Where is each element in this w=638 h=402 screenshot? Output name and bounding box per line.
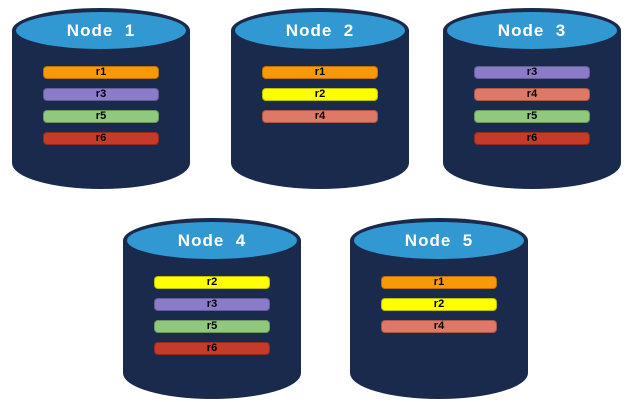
cylinder-body (231, 30, 409, 189)
node-cylinder-5: Node 5 r1 r2 r4 (350, 218, 528, 399)
cylinder-body (123, 240, 301, 399)
node-title: Node 4 (177, 230, 247, 250)
replica-bar-r2: r2 (381, 298, 497, 311)
cylinder-top: Node 1 (12, 8, 190, 53)
replica-list: r1 r2 r4 (262, 66, 378, 123)
cylinder-body (443, 30, 621, 189)
node-title: Node 1 (66, 20, 136, 40)
replica-list: r3 r4 r5 r6 (474, 66, 590, 145)
replica-bar-r2: r2 (154, 276, 270, 289)
replica-bar-r4: r4 (381, 320, 497, 333)
replica-bar-r6: r6 (43, 132, 159, 145)
node-title: Node 5 (404, 230, 474, 250)
cylinder-body (12, 30, 190, 189)
replica-bar-r4: r4 (474, 88, 590, 101)
replica-list: r1 r3 r5 r6 (43, 66, 159, 145)
node-cylinder-2: Node 2 r1 r2 r4 (231, 8, 409, 189)
node-cylinder-3: Node 3 r3 r4 r5 r6 (443, 8, 621, 189)
replica-list: r2 r3 r5 r6 (154, 276, 270, 355)
replica-bar-r4: r4 (262, 110, 378, 123)
replica-bar-r5: r5 (474, 110, 590, 123)
cylinder-top: Node 5 (350, 218, 528, 263)
node-title: Node 2 (285, 20, 355, 40)
node-cylinder-4: Node 4 r2 r3 r5 r6 (123, 218, 301, 399)
replica-bar-r3: r3 (474, 66, 590, 79)
replica-bar-r6: r6 (474, 132, 590, 145)
replica-bar-r3: r3 (154, 298, 270, 311)
replica-bar-r1: r1 (381, 276, 497, 289)
cylinder-top: Node 3 (443, 8, 621, 53)
replica-bar-r1: r1 (262, 66, 378, 79)
replica-bar-r6: r6 (154, 342, 270, 355)
replica-bar-r3: r3 (43, 88, 159, 101)
replica-bar-r1: r1 (43, 66, 159, 79)
cylinder-top: Node 2 (231, 8, 409, 53)
replica-bar-r2: r2 (262, 88, 378, 101)
cylinder-body (350, 240, 528, 399)
cylinder-top: Node 4 (123, 218, 301, 263)
node-cylinder-1: Node 1 r1 r3 r5 r6 (12, 8, 190, 189)
replica-list: r1 r2 r4 (381, 276, 497, 333)
replica-bar-r5: r5 (154, 320, 270, 333)
node-title: Node 3 (497, 20, 567, 40)
replica-bar-r5: r5 (43, 110, 159, 123)
